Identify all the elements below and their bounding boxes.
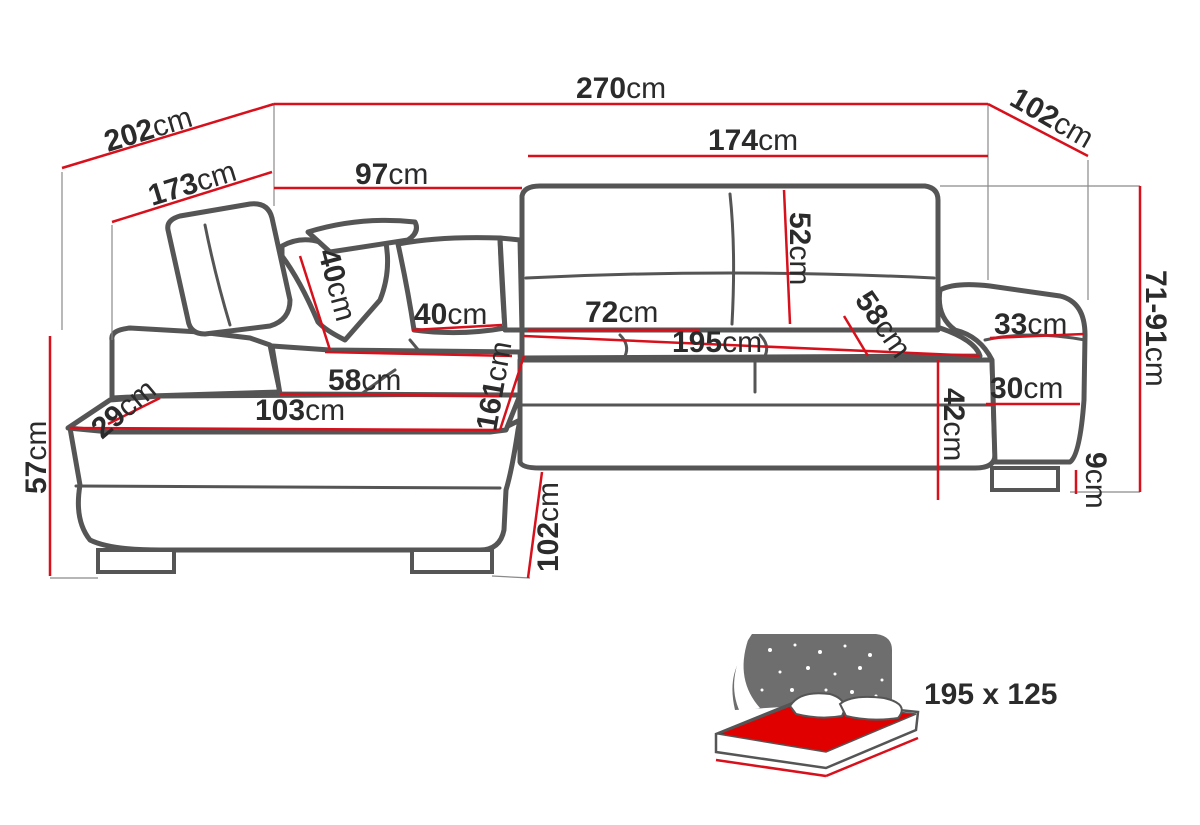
label-total-height-left: 57cm [20,421,53,494]
sleeping-area-label: 195 x 125 [924,678,1057,711]
label-right-back-width: 174cm [708,124,798,157]
dim-line-103 [279,392,501,398]
label-armrest-width: 33cm [994,308,1067,341]
dim-line-52 [782,189,792,325]
leg-chaise-front [410,548,494,574]
label-left-back-width: 97cm [355,158,428,191]
label-pillow-width: 40cm [414,298,487,331]
corner-cushion-2 [305,217,419,255]
dimension-lines [48,102,1142,579]
label-leg-height: 9cm [1079,452,1112,509]
corner-cushion-1 [279,235,391,343]
dim-line-58-left [324,350,513,358]
pillow-right [838,695,903,721]
label-backrest-height: 52cm [783,212,816,285]
label-right-depth: 102cm [1005,81,1099,155]
dim-line-161 [498,355,526,431]
dim-line-40-v [298,255,332,351]
pillow-left [788,692,846,719]
label-seat-width-right: 195cm [672,326,762,359]
label-overall-height: 71-91cm [1139,270,1172,387]
main-backrest [519,183,941,333]
main-seat-base [517,357,998,471]
label-seat-height: 42cm [937,388,970,461]
backrest-divider-h [524,271,936,280]
label-armrest-height: 30cm [990,372,1063,405]
chaise-seam [74,484,502,490]
label-left-depth-inner: 173cm [144,155,240,213]
dim-line-33 [989,332,1085,340]
dimension-labels: 270cm 202cm 102cm 173cm 97cm 174cm 52cm … [20,72,1172,572]
corner-seat-seam-2 [408,338,422,354]
dim-line-102-top [987,102,1089,158]
leg-right-1 [990,466,1060,492]
dim-line-195 [523,334,981,358]
dim-line-58-diag [842,315,870,357]
moon-crescent [734,640,760,712]
label-front-depth: 102cm [532,482,565,572]
back-right-corner-join [497,235,525,333]
corner-seat-seam [358,368,397,397]
sofa-outline [65,183,1088,574]
right-armrest [936,282,1088,465]
dim-line-102-front [526,471,544,579]
backrest-divider-v [728,192,736,326]
label-left-depth-outer: 202cm [100,101,196,159]
bed-dim-length [715,758,827,778]
label-seat-depth-right: 72cm [585,296,658,329]
dim-line-29 [107,396,161,426]
label-chaise-length: 103cm [255,394,345,427]
dim-line-40-h [411,323,503,332]
dim-line-202 [61,102,275,170]
leg-left-front [96,548,176,574]
seat-divider-1 [618,333,629,358]
left-back-cushion [165,201,293,337]
bed-with-starry-night-icon [714,634,920,778]
dim-line-chaise-front [69,426,501,432]
stars [760,643,884,698]
left-back-crease [203,223,232,327]
seat-divider-2 [758,333,769,358]
label-seat-depth-left: 58cm [328,364,401,397]
bed-dim-width [825,736,919,778]
label-total-width: 270cm [576,72,666,105]
dim-line-173 [111,170,273,224]
extension-lines [50,104,1140,579]
